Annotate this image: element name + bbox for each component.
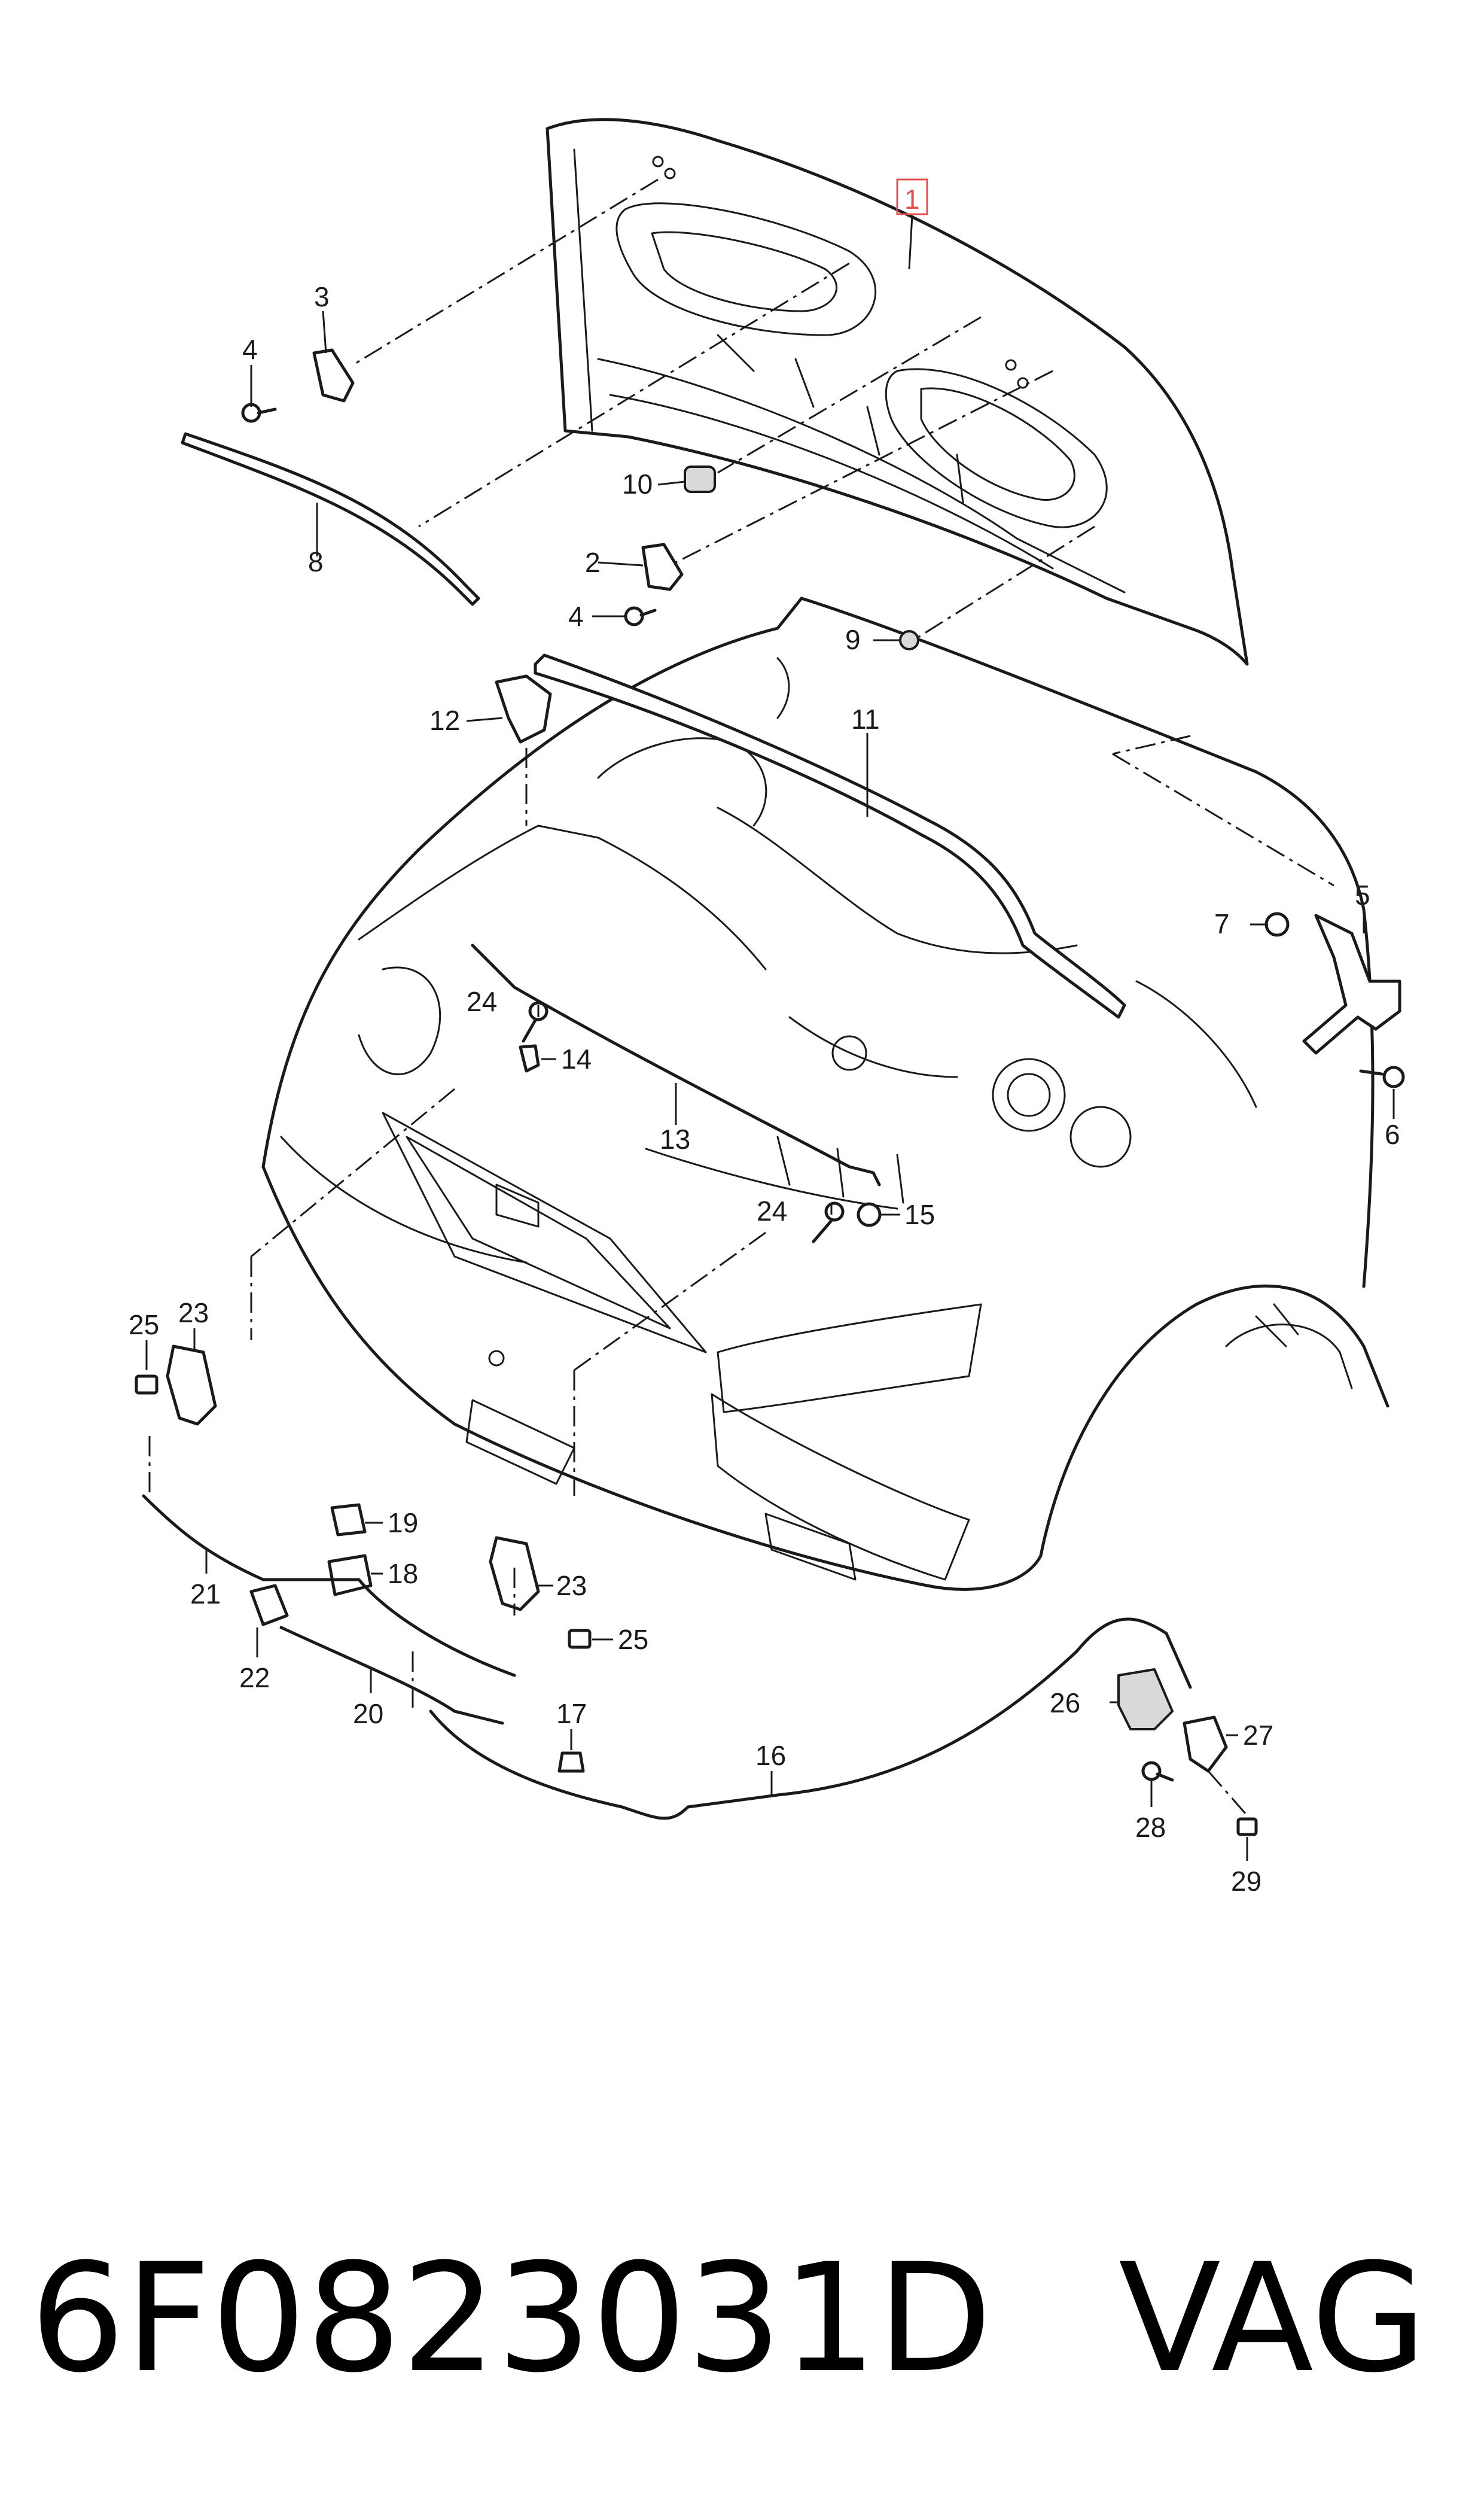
highlight-box-1	[896, 178, 928, 215]
callout-13: 13	[660, 1124, 690, 1155]
callout-24a: 24	[467, 986, 497, 1017]
part-number: 6F0823031D	[30, 2231, 992, 2405]
callout-12: 12	[429, 705, 460, 736]
callout-16: 16	[755, 1740, 786, 1771]
callout-8: 8	[308, 546, 324, 577]
clip-part-25b	[568, 1629, 592, 1649]
leader-lines	[148, 178, 1334, 1820]
cable-part-21	[142, 1494, 516, 1677]
callout-22: 22	[239, 1662, 270, 1693]
connector-part-18	[327, 1554, 373, 1596]
bracket-part-12	[495, 674, 552, 744]
clip-part-29	[1236, 1817, 1258, 1836]
brand-label: VAG	[1119, 2231, 1427, 2405]
cable-part-13	[471, 944, 881, 1187]
buffer-part-10	[684, 466, 716, 493]
callout-26: 26	[1050, 1687, 1080, 1718]
bracket-part-3	[312, 348, 355, 403]
bracket-part-27	[1183, 1715, 1228, 1773]
callout-11: 11	[851, 704, 880, 735]
callout-21: 21	[190, 1578, 221, 1610]
callout-25a: 25	[129, 1309, 159, 1340]
callout-9: 9	[845, 624, 861, 655]
callout-5: 5	[1355, 880, 1370, 911]
hood-panel	[546, 118, 1249, 666]
bolt-part-4a	[241, 403, 277, 423]
bolt-part-24a	[522, 1001, 548, 1043]
buffer-part-9	[899, 630, 919, 650]
callout-25b: 25	[618, 1624, 648, 1655]
callout-leaders	[145, 215, 1395, 1861]
bolt-part-4b	[624, 606, 657, 626]
bracket-part-2	[641, 543, 684, 591]
handle-part-26	[1117, 1668, 1174, 1730]
callout-4b: 4	[568, 601, 584, 632]
callout-23b: 23	[556, 1570, 587, 1601]
bolt-part-28	[1141, 1761, 1174, 1782]
callout-14: 14	[561, 1044, 592, 1075]
clip-part-15	[857, 1202, 882, 1227]
callout-28: 28	[1135, 1812, 1166, 1843]
callout-2: 2	[585, 547, 601, 578]
nut-part-7	[1264, 912, 1290, 937]
car-body	[261, 597, 1389, 1591]
callout-19: 19	[388, 1507, 418, 1538]
callout-15: 15	[904, 1199, 935, 1230]
lock-part-23a	[166, 1344, 217, 1426]
callout-4a: 4	[242, 334, 258, 365]
callout-23a: 23	[178, 1297, 209, 1328]
callout-27: 27	[1243, 1720, 1273, 1751]
callout-17: 17	[556, 1698, 587, 1729]
bolt-part-24b	[812, 1201, 845, 1243]
callout-24b: 24	[757, 1195, 787, 1227]
callout-1: 1	[904, 184, 920, 215]
callout-18: 18	[388, 1558, 418, 1589]
callout-20: 20	[353, 1698, 383, 1729]
seal-strip-part-8	[181, 432, 480, 606]
callout-labels: 1 2 3 4 4 5 6 7 8 9 10 11 12 13 14 15 16…	[129, 184, 1400, 1897]
bolt-part-6	[1359, 1066, 1405, 1088]
callout-3: 3	[314, 281, 330, 312]
callout-10: 10	[622, 468, 653, 500]
seal-part-11	[534, 653, 1126, 1019]
cable-part-16	[429, 1617, 1192, 1820]
bracket-part-19	[330, 1503, 367, 1537]
clip-part-14	[519, 1044, 540, 1073]
clip-part-17	[557, 1751, 585, 1773]
bracket-part-22	[249, 1584, 289, 1626]
hinge-part-5	[1302, 914, 1401, 1055]
callout-7: 7	[1214, 908, 1230, 939]
callout-6: 6	[1385, 1119, 1400, 1150]
cable-part-20	[279, 1626, 504, 1725]
clip-part-25a	[135, 1374, 159, 1395]
callout-29: 29	[1231, 1866, 1261, 1897]
